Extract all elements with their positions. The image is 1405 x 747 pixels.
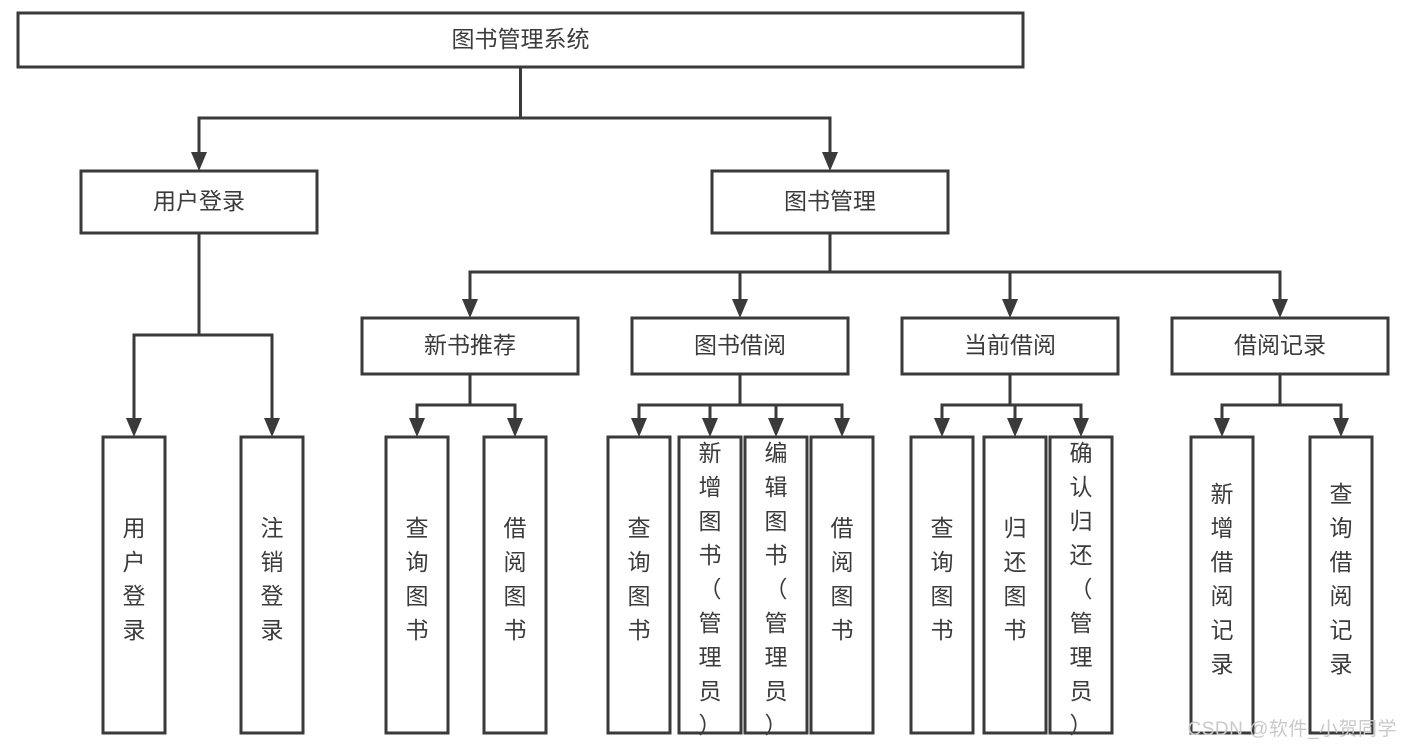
node-label-leaf-query-book-borrow: 查询图书 (628, 515, 651, 643)
edge-book-manage-arrow-1-head (732, 299, 748, 318)
edge-current-borrow-arrow-2-head (1073, 418, 1089, 437)
node-leaf-borrow-book-recommend[interactable]: 借阅图书 (482, 435, 548, 735)
node-label-book-borrow: 图书借阅 (694, 332, 786, 358)
node-box-leaf-edit-book-admin (743, 435, 809, 735)
node-leaf-query-book-borrow[interactable]: 查询图书 (606, 435, 672, 735)
edge-current-borrow-arrow-1-head (1007, 418, 1023, 437)
node-leaf-query-book-current[interactable]: 查询图书 (909, 435, 975, 735)
node-label-leaf-add-book-admin: 新增图书（管理员） (699, 440, 722, 738)
edge-new-book-recommend-arrow-0-head (409, 418, 425, 437)
node-label-leaf-borrow-book: 借阅图书 (831, 515, 854, 643)
node-box-leaf-user-login (101, 435, 167, 735)
node-box-user-login (79, 169, 319, 235)
edge-borrow-record-arrow-1-head (1333, 418, 1349, 437)
connector-layer (126, 65, 1349, 437)
node-leaf-edit-book-admin[interactable]: 编辑图书（管理员） (743, 435, 809, 738)
node-label-leaf-query-book-recommend: 查询图书 (406, 515, 429, 643)
node-leaf-return-book[interactable]: 归还图书 (982, 435, 1048, 735)
node-label-leaf-return-book: 归还图书 (1004, 515, 1027, 643)
node-box-leaf-borrow-book (809, 435, 875, 735)
node-label-leaf-confirm-return-admin: 确认归还（管理员） (1070, 440, 1093, 738)
node-box-leaf-confirm-return-admin (1048, 435, 1114, 735)
node-leaf-borrow-book[interactable]: 借阅图书 (809, 435, 875, 735)
node-label-leaf-logout-login: 注销登录 (261, 515, 284, 643)
edge-root-arrow-0-head (191, 152, 207, 171)
node-book-borrow[interactable]: 图书借阅 (630, 316, 850, 376)
edge-user-login-arrow-0-head (126, 418, 142, 437)
node-box-current-borrow (900, 316, 1120, 376)
node-label-borrow-record: 借阅记录 (1234, 332, 1326, 358)
node-box-book-borrow (630, 316, 850, 376)
node-current-borrow[interactable]: 当前借阅 (900, 316, 1120, 376)
node-label-leaf-query-book-current: 查询图书 (931, 515, 954, 643)
node-label-book-manage: 图书管理 (784, 188, 876, 214)
node-leaf-add-borrow-record[interactable]: 新增借阅记录 (1189, 435, 1255, 735)
node-label-leaf-user-login: 用户登录 (123, 515, 146, 643)
node-box-leaf-query-book-borrow (606, 435, 672, 735)
node-layer: 图书管理系统用户登录图书管理新书推荐图书借阅当前借阅借阅记录用户登录注销登录查询… (16, 11, 1390, 738)
edge-user-login-arrow-1-head (264, 418, 280, 437)
node-box-borrow-record (1170, 316, 1390, 376)
node-borrow-record[interactable]: 借阅记录 (1170, 316, 1390, 376)
node-box-new-book-recommend (360, 316, 580, 376)
node-box-leaf-add-book-admin (677, 435, 743, 735)
edge-new-book-recommend-arrow-1-head (507, 418, 523, 437)
node-label-new-book-recommend: 新书推荐 (424, 332, 516, 358)
node-box-leaf-add-borrow-record (1189, 435, 1255, 735)
node-leaf-add-book-admin[interactable]: 新增图书（管理员） (677, 435, 743, 738)
node-box-leaf-logout-login (239, 435, 305, 735)
node-label-user-login: 用户登录 (153, 188, 245, 214)
edge-book-borrow-arrow-0-head (631, 418, 647, 437)
node-new-book-recommend[interactable]: 新书推荐 (360, 316, 580, 376)
node-box-leaf-return-book (982, 435, 1048, 735)
node-box-leaf-query-book-current (909, 435, 975, 735)
edge-root-arrow-1-head (822, 152, 838, 171)
node-box-leaf-query-borrow-record (1308, 435, 1374, 735)
edge-book-manage-arrow-3-head (1272, 299, 1288, 318)
edge-book-manage-arrow-0-head (462, 299, 478, 318)
node-box-book-manage (710, 169, 950, 235)
node-user-login[interactable]: 用户登录 (79, 169, 319, 235)
node-label-leaf-borrow-book-recommend: 借阅图书 (504, 515, 527, 643)
edge-book-borrow-arrow-1-head (702, 418, 718, 437)
node-root[interactable]: 图书管理系统 (16, 11, 1025, 69)
edge-borrow-record-arrow-0-head (1214, 418, 1230, 437)
node-box-root (16, 11, 1025, 69)
node-leaf-logout-login[interactable]: 注销登录 (239, 435, 305, 735)
node-label-leaf-edit-book-admin: 编辑图书（管理员） (765, 440, 788, 738)
edge-book-manage-arrow-2-head (1002, 299, 1018, 318)
watermark-text: CSDN @软件_小贺同学 (1187, 719, 1397, 740)
node-leaf-confirm-return-admin[interactable]: 确认归还（管理员） (1048, 435, 1114, 738)
node-label-leaf-add-borrow-record: 新增借阅记录 (1211, 481, 1234, 677)
node-box-leaf-borrow-book-recommend (482, 435, 548, 735)
node-leaf-user-login[interactable]: 用户登录 (101, 435, 167, 735)
node-label-root: 图书管理系统 (452, 26, 590, 52)
node-label-current-borrow: 当前借阅 (964, 332, 1056, 358)
edge-current-borrow-arrow-0-head (934, 418, 950, 437)
edge-book-borrow-arrow-3-head (834, 418, 850, 437)
edge-book-borrow-arrow-2-head (768, 418, 784, 437)
node-box-leaf-query-book-recommend (384, 435, 450, 735)
node-label-leaf-query-borrow-record: 查询借阅记录 (1330, 481, 1353, 677)
node-leaf-query-borrow-record[interactable]: 查询借阅记录 (1308, 435, 1374, 735)
node-leaf-query-book-recommend[interactable]: 查询图书 (384, 435, 450, 735)
node-book-manage[interactable]: 图书管理 (710, 169, 950, 235)
